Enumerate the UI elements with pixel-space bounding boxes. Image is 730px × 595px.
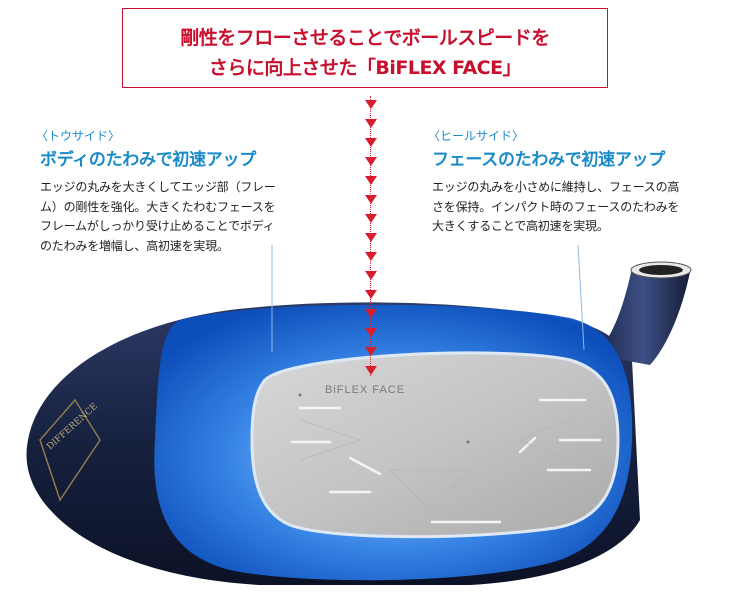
face-texture — [299, 414, 581, 511]
down-arrow-icon — [365, 290, 377, 299]
toe-emblem — [39, 398, 101, 502]
down-arrow-icon — [365, 252, 377, 261]
down-arrow-icon — [365, 328, 377, 337]
down-arrow-icon — [365, 119, 377, 128]
toe-side-heading: ボディのたわみで初速アップ — [40, 150, 256, 170]
club-face — [250, 351, 620, 539]
hosel — [595, 268, 690, 365]
headline-line-2: さらに向上させた「BiFLEX FACE」 — [208, 57, 522, 79]
headline-line-1: 剛性をフローさせることでボールスピードを — [180, 27, 550, 49]
toe-side-body-line: ム）の剛性を強化。大きくたわむフェースを — [40, 199, 276, 214]
heel-side-heading: フェースのたわみで初速アップ — [432, 150, 665, 170]
down-arrow-icon — [365, 309, 377, 318]
down-arrow-icon — [365, 214, 377, 223]
heel-side-body-line: エッジの丸みを小さめに維持し、フェースの高 — [432, 180, 680, 194]
toe-side-body: エッジの丸みを大きくしてエッジ部（フレー ム）の剛性を強化。大きくたわむフェース… — [40, 178, 276, 256]
down-arrow-icon — [365, 157, 377, 166]
down-arrow-icon — [365, 347, 377, 356]
heel-side-body-line: 大きくすることで高初速を実現。 — [432, 219, 609, 233]
toe-side-body-line: フレームがしっかり受け止めることでボディ — [40, 219, 275, 233]
down-arrow-icon — [365, 100, 377, 109]
down-arrow-icon — [365, 176, 377, 185]
down-arrow-icon — [365, 366, 377, 375]
down-arrow-icon — [365, 233, 377, 242]
heel-side-body-line: さを保持。インパクト時のフェースのたわみを — [432, 199, 680, 214]
headline-box: 剛性をフローさせることでボールスピードを さらに向上させた「BiFLEX FAC… — [122, 8, 608, 88]
down-arrow-icon — [365, 271, 377, 280]
toe-side-tag: 〈トウサイド〉 — [36, 129, 121, 143]
face-text: BiFLEX FACE — [325, 384, 405, 396]
heel-side-body: エッジの丸みを小さめに維持し、フェースの高 さを保持。インパクト時のフェースのた… — [432, 178, 679, 237]
right-callout-line — [577, 244, 585, 351]
toe-side-body-line: エッジの丸みを大きくしてエッジ部（フレー — [40, 180, 276, 194]
heel-side-tag: 〈ヒールサイド〉 — [428, 129, 525, 143]
face-scorelines — [290, 398, 602, 524]
toe-side-body-line: のたわみを増幅し、高初速を実現。 — [40, 238, 229, 253]
down-arrow-icon — [365, 195, 377, 204]
impact-arrows — [365, 100, 377, 385]
down-arrow-icon — [365, 138, 377, 147]
